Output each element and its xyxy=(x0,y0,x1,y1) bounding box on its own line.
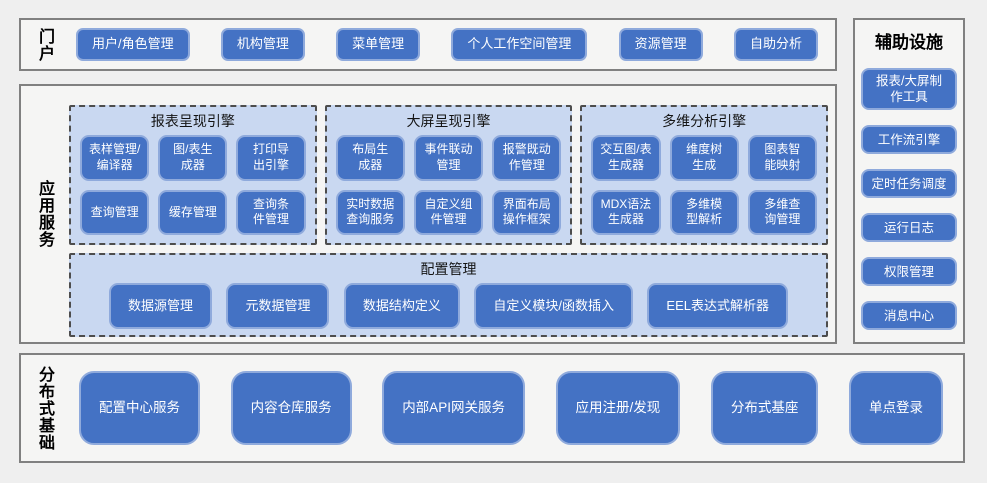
app-services-label-column: 应用服务 xyxy=(21,86,67,342)
portal-button-user-role-mgmt[interactable]: 用户/角色管理 xyxy=(76,28,190,61)
portal-button-workspace-mgmt[interactable]: 个人工作空间管理 xyxy=(451,28,588,61)
btn-content-repository-service[interactable]: 内容仓库服务 xyxy=(230,371,352,445)
btn-custom-module-function-insert[interactable]: 自定义模块/函数插入 xyxy=(474,283,633,329)
engine-grid-report: 表样管理/ 编译器 图/表生 成器 打印导 出引擎 查询管理 缓存管理 查询条 … xyxy=(80,135,306,235)
btn-multidim-query-mgmt[interactable]: 多维查 询管理 xyxy=(747,189,818,235)
portal-button-row: 用户/角色管理 机构管理 菜单管理 个人工作空间管理 资源管理 自助分析 xyxy=(67,28,835,61)
btn-single-sign-on[interactable]: 单点登录 xyxy=(849,371,943,445)
engine-grid-bigscreen: 布局生 成器 事件联动 管理 报警既动 作管理 实时数据 查询服务 自定义组 件… xyxy=(335,135,562,235)
btn-ui-layout-framework[interactable]: 界面布局 操作框架 xyxy=(492,189,562,235)
btn-chart-table-generator[interactable]: 图/表生 成器 xyxy=(158,135,228,181)
distributed-button-row: 配置中心服务 内容仓库服务 内部API网关服务 应用注册/发现 分布式基座 单点… xyxy=(67,371,963,445)
auxiliary-label: 辅助设施 xyxy=(875,33,943,52)
btn-interactive-chart-generator[interactable]: 交互图/表 生成器 xyxy=(591,135,661,181)
engine-grid-olap: 交互图/表 生成器 维度树 生成 图表智 能映射 MDX语法 生成器 多维模 型… xyxy=(591,135,818,235)
btn-print-export-engine[interactable]: 打印导 出引擎 xyxy=(236,135,306,181)
config-button-row: 数据源管理 元数据管理 数据结构定义 自定义模块/函数插入 EEL表达式解析器 xyxy=(109,283,788,329)
btn-layout-generator[interactable]: 布局生 成器 xyxy=(335,135,405,181)
auxiliary-panel: 辅助设施 报表/大屏制 作工具 工作流引擎 定时任务调度 运行日志 权限管理 消… xyxy=(853,18,965,344)
portal-label-column: 门户 xyxy=(21,28,67,62)
config-mgmt-box: 配置管理 数据源管理 元数据管理 数据结构定义 自定义模块/函数插入 EEL表达… xyxy=(69,253,828,337)
btn-workflow-engine[interactable]: 工作流引擎 xyxy=(861,125,957,154)
btn-query-mgmt[interactable]: 查询管理 xyxy=(80,189,150,235)
portal-button-menu-mgmt[interactable]: 菜单管理 xyxy=(336,28,421,61)
engine-box-olap: 多维分析引擎 交互图/表 生成器 维度树 生成 图表智 能映射 MDX语法 生成… xyxy=(580,105,829,245)
btn-realtime-data-query-service[interactable]: 实时数据 查询服务 xyxy=(335,189,405,235)
app-services-panel: 应用服务 报表呈现引擎 表样管理/ 编译器 图/表生 成器 打印导 出引擎 查询… xyxy=(19,84,837,344)
btn-scheduled-task-scheduler[interactable]: 定时任务调度 xyxy=(861,169,957,198)
portal-label: 门户 xyxy=(36,27,53,62)
btn-data-structure-definition[interactable]: 数据结构定义 xyxy=(343,283,460,329)
btn-report-bigscreen-maker-tool[interactable]: 报表/大屏制 作工具 xyxy=(861,68,957,110)
engine-title-olap: 多维分析引擎 xyxy=(662,113,747,129)
btn-eel-expression-parser[interactable]: EEL表达式解析器 xyxy=(647,283,788,329)
engine-title-report: 报表呈现引擎 xyxy=(150,113,235,129)
app-services-label: 应用服务 xyxy=(36,180,53,248)
app-services-content: 报表呈现引擎 表样管理/ 编译器 图/表生 成器 打印导 出引擎 查询管理 缓存… xyxy=(67,86,835,342)
btn-report-style-compiler[interactable]: 表样管理/ 编译器 xyxy=(80,135,150,181)
btn-chart-smart-mapping[interactable]: 图表智 能映射 xyxy=(747,135,818,181)
portal-button-self-analysis[interactable]: 自助分析 xyxy=(733,28,818,61)
btn-datasource-mgmt[interactable]: 数据源管理 xyxy=(109,283,213,329)
btn-query-condition-mgmt[interactable]: 查询条 件管理 xyxy=(236,189,306,235)
btn-alarm-action-mgmt[interactable]: 报警既动 作管理 xyxy=(492,135,562,181)
portal-panel: 门户 用户/角色管理 机构管理 菜单管理 个人工作空间管理 资源管理 自助分析 xyxy=(19,18,837,71)
portal-button-org-mgmt[interactable]: 机构管理 xyxy=(220,28,305,61)
btn-multidim-model-parser[interactable]: 多维模 型解析 xyxy=(669,189,739,235)
btn-permission-mgmt[interactable]: 权限管理 xyxy=(861,257,957,286)
engine-row: 报表呈现引擎 表样管理/ 编译器 图/表生 成器 打印导 出引擎 查询管理 缓存… xyxy=(69,105,829,245)
config-mgmt-title: 配置管理 xyxy=(420,261,477,277)
portal-button-resource-mgmt[interactable]: 资源管理 xyxy=(618,28,703,61)
btn-runtime-log[interactable]: 运行日志 xyxy=(861,213,957,242)
btn-event-linkage-mgmt[interactable]: 事件联动 管理 xyxy=(413,135,484,181)
engine-box-bigscreen: 大屏呈现引擎 布局生 成器 事件联动 管理 报警既动 作管理 实时数据 查询服务… xyxy=(324,105,573,245)
distributed-label-column: 分布式基础 xyxy=(21,366,67,451)
btn-config-center-service[interactable]: 配置中心服务 xyxy=(79,371,200,445)
btn-message-center[interactable]: 消息中心 xyxy=(861,301,957,330)
btn-distributed-base[interactable]: 分布式基座 xyxy=(710,371,819,445)
engine-box-report: 报表呈现引擎 表样管理/ 编译器 图/表生 成器 打印导 出引擎 查询管理 缓存… xyxy=(69,105,317,245)
btn-internal-api-gateway-service[interactable]: 内部API网关服务 xyxy=(382,371,525,445)
btn-custom-component-mgmt[interactable]: 自定义组 件管理 xyxy=(413,189,484,235)
btn-dimension-tree-generation[interactable]: 维度树 生成 xyxy=(669,135,739,181)
btn-cache-mgmt[interactable]: 缓存管理 xyxy=(158,189,228,235)
engine-title-bigscreen: 大屏呈现引擎 xyxy=(406,113,491,129)
distributed-label: 分布式基础 xyxy=(36,365,53,451)
btn-metadata-mgmt[interactable]: 元数据管理 xyxy=(226,283,330,329)
btn-app-registration-discovery[interactable]: 应用注册/发现 xyxy=(555,371,681,445)
btn-mdx-syntax-generator[interactable]: MDX语法 生成器 xyxy=(591,189,661,235)
distributed-panel: 分布式基础 配置中心服务 内容仓库服务 内部API网关服务 应用注册/发现 分布… xyxy=(19,353,965,463)
